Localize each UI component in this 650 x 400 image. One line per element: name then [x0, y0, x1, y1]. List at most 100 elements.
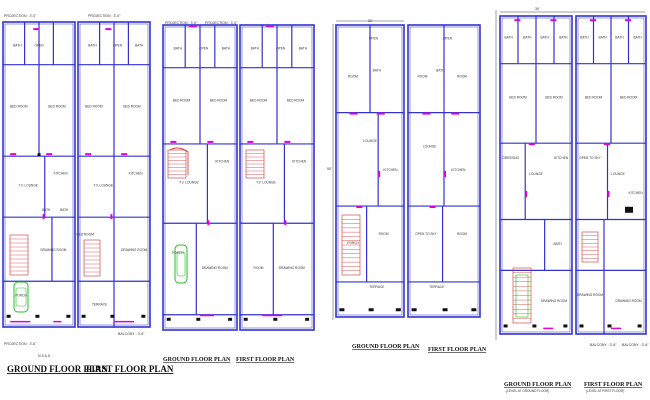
s3-ground-column-2 [395, 308, 401, 312]
sheet4-first-subtitle: (LEVEL AT FIRST FLOOR) [586, 389, 624, 393]
s3-first-label-bath: BATH [436, 69, 445, 73]
s3-first-door-2 [444, 171, 446, 177]
s1-car-body [15, 287, 27, 307]
s1-first-column-1 [110, 314, 115, 318]
sheet2-projection-dim-right: PROJECTION : 3'-0" [205, 21, 238, 25]
s3-first-label-kitchen: KITCHEN [451, 168, 466, 172]
s1-ground-label-bath: BATH [13, 43, 22, 47]
s4-ground-label-kitchen: KITCHEN [554, 156, 569, 160]
s1-ground-staircase [9, 234, 29, 276]
s1-car-outline [13, 281, 29, 313]
s4-ground-label-bed: BED ROOM [545, 96, 563, 100]
s2-ground-label-porch: PORCH [172, 251, 184, 255]
s2-ground-label-open: OPEN [199, 46, 209, 50]
s2-first-door-0 [265, 25, 274, 27]
sheet3-side-dim: 55' [327, 167, 332, 171]
sheet2-projection-dim-left: PROJECTION : 3'-0" [165, 21, 198, 25]
s1-ground-label-bed: BED ROOM [10, 104, 28, 108]
s1-ground-door-1 [10, 153, 17, 156]
sheet1-balcony-dim: BALCONY : 3'-6" [118, 332, 145, 336]
sheet3-top-dim: 30' [368, 19, 373, 23]
s4-ground-label-drawing: DRAWING ROOM [541, 299, 567, 303]
s3-first-label-room: ROOM [417, 75, 427, 79]
s4-ground-label-bath: BATH [505, 35, 514, 39]
s3-first-door-0 [422, 112, 431, 115]
s4-ground-label-bath: BATH [541, 35, 550, 39]
s1-ground-column-1 [35, 314, 40, 318]
s1-first-door-0 [105, 28, 112, 31]
s1-first-label-bed: BED ROOM [77, 233, 95, 237]
s4-first-label-drawing: DRAWING ROOM [615, 299, 641, 303]
accent-layer [6, 19, 642, 330]
s1-ground-column-2 [66, 314, 71, 318]
s1-ground-door-0 [33, 28, 40, 31]
s4-first-label-kitchen: KITCHEN [629, 191, 644, 195]
s2-first-door-1 [247, 140, 254, 143]
sheet4-top-dim: 30' [535, 7, 540, 11]
s1-first-door-4 [114, 320, 134, 323]
s4-first-label-open_to_sky: OPEN TO SKY [579, 156, 601, 160]
s4-ground-label-bed: BED ROOM [509, 96, 527, 100]
s4-ground-door-2 [528, 143, 535, 146]
s4-ground-label-bath: BATH [523, 35, 532, 39]
s4-first-door-3 [607, 190, 610, 197]
s1-first-door-1 [85, 153, 92, 156]
s3-ground-label-terrace: TERRACE [369, 285, 384, 289]
s1-first-column-2 [141, 314, 146, 318]
s3-first-label-open: OPEN [443, 37, 453, 41]
s2-first-label-room: ROOM [254, 266, 264, 270]
s3-first-door-1 [451, 112, 460, 115]
s2-ground-door-4 [200, 314, 214, 317]
s2-ground-column-1 [196, 317, 201, 321]
sheet4-ground-title: GROUND FLOOR PLAN [504, 382, 572, 388]
s3-ground-label-kitchen: KITCHEN [383, 168, 398, 172]
stair-outline [83, 239, 101, 277]
s2-ground-curved-stair [169, 147, 189, 175]
s2-first-label-bath: BATH [251, 46, 260, 50]
s1-first-door-3 [110, 214, 113, 220]
s3-first-door-3 [429, 206, 436, 209]
s3-ground-column-1 [368, 308, 374, 312]
s4-first-label-bath: BATH [580, 35, 589, 39]
sheet4-first-title: FIRST FLOOR PLAN [584, 382, 643, 388]
s1-first-label-bath: BATH [88, 43, 97, 47]
s1-ground-label-open: OPEN [34, 43, 44, 47]
s4-first-label-bath: BATH [633, 35, 642, 39]
s3-ground-label-porch: PORCH [347, 241, 359, 245]
sheet4-ground-subtitle: (LEVEL AT GROUND FLOOR) [506, 389, 549, 393]
s2-ground-label-kitchen: KITCHEN [215, 159, 230, 163]
s1-first-label-bed: BED ROOM [85, 104, 103, 108]
s1-ground-label-kitchen: KITCHEN [54, 172, 69, 176]
s4-first-door-4 [611, 327, 621, 330]
s4-ground-column-2 [563, 324, 568, 328]
s2-ground-door-1 [170, 140, 177, 143]
s2-ground-door-0 [188, 25, 197, 27]
s2-ground-column-0 [166, 317, 171, 321]
s1-ground-door-2 [46, 153, 53, 156]
sheet4-balcony-dim-right: BALCONY : 3'-6" [622, 343, 649, 347]
s1-first-label-bath: BATH [135, 43, 144, 47]
s2-first-label-bed: BED ROOM [287, 98, 305, 102]
s2-ground-door-3 [207, 220, 210, 226]
s1-ground-label-bath: BATH [42, 208, 51, 212]
sheet1-projection-dim-bottom: PROJECTION : 3'-6" [4, 342, 37, 346]
s3-first-label-terrace: TERRACE [429, 285, 444, 289]
s4-car-outline [515, 274, 529, 318]
s4-first-column-2 [637, 324, 642, 328]
s2-first-label-kitchen: KITCHEN [292, 159, 307, 163]
s1-first-label-bed: BED ROOM [123, 104, 141, 108]
s3-ground-label-open: OPEN [369, 37, 379, 41]
s1-first-label-open: OPEN [113, 43, 123, 47]
s4-first-column-1 [607, 324, 612, 328]
s4-first-column-0 [579, 324, 584, 328]
s4-first-label-lounge2: LOUNGE [611, 172, 624, 176]
s2-ground-label-lounge: T.V. LOUNGE [179, 181, 199, 185]
s1-ground-label-porch: PORCH [15, 294, 27, 298]
s2-first-column-0 [243, 317, 248, 321]
sheet1-ground-title: GROUND FLOOR PLAN [7, 364, 109, 374]
s1-first-label-lounge: T.V. LOUNGE [93, 184, 113, 188]
s2-first-door-2 [284, 140, 291, 143]
s3-ground-door-2 [378, 171, 381, 177]
s2-first-column-2 [305, 317, 310, 321]
s3-ground-column-0 [339, 308, 345, 312]
